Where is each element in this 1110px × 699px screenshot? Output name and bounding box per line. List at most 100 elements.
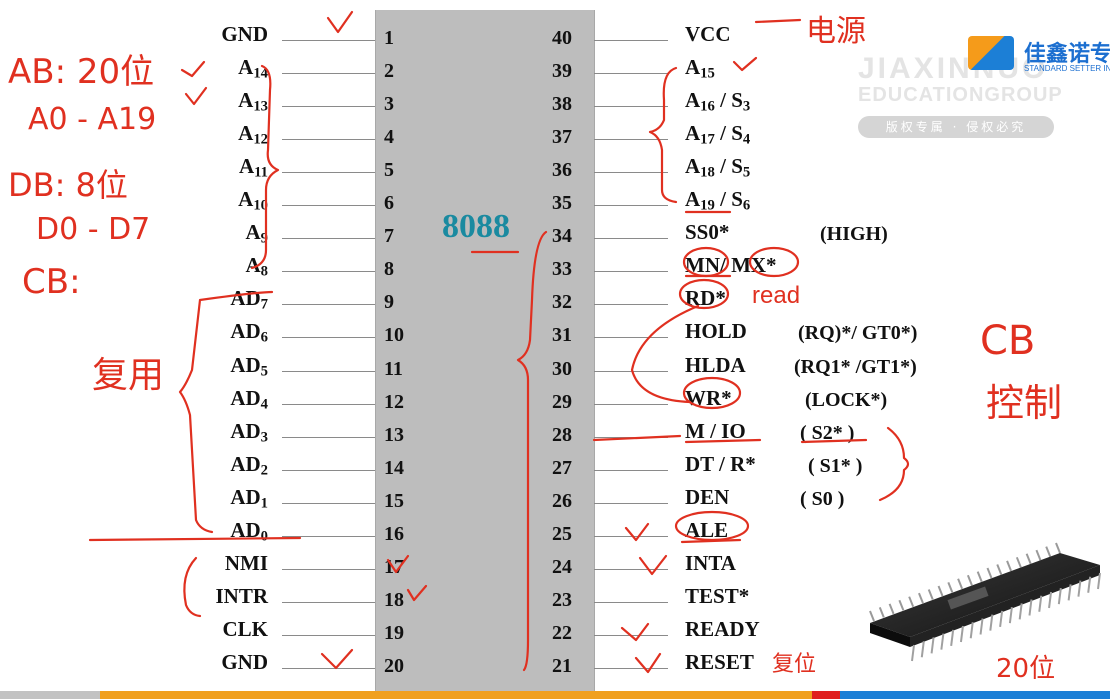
pin-lead (594, 271, 668, 273)
pin-lead (594, 403, 668, 405)
pin-name-left: AD3 (230, 418, 268, 446)
chip-leg (908, 596, 915, 608)
pin-name-right: HLDA (685, 352, 746, 377)
pin-lead (594, 40, 668, 41)
pin-number-right: 28 (552, 423, 572, 446)
pin-number-left: 6 (384, 192, 394, 215)
chip-leg (1028, 599, 1033, 616)
check-mark-icon (184, 86, 208, 106)
pin-number-right: 27 (552, 456, 572, 479)
chip-photo (869, 542, 1101, 662)
pin-alt-function: ( S1* ) (808, 454, 863, 477)
chip-leg (1015, 556, 1022, 568)
pin-name-right: VCC (685, 22, 731, 46)
chip-leg (1035, 549, 1042, 561)
pin-name-right: A17 / S4 (685, 121, 751, 148)
chip-leg (927, 589, 934, 600)
chip-label: 8088 (442, 208, 510, 245)
watermark-line1: JIAXINNUO (858, 52, 1049, 85)
chip-leg (930, 637, 935, 654)
pin-lead (594, 139, 668, 141)
chip-leg (1018, 603, 1023, 620)
pin-name-left: AD4 (230, 385, 268, 413)
chip-leg (950, 629, 955, 646)
pin-number-right: 29 (552, 390, 572, 413)
pin-name-right: DT / R* (685, 451, 756, 476)
brand-tagline: STANDARD SETTER IN H (1024, 64, 1110, 73)
chip-leg (986, 567, 993, 579)
pin-name-right: WR* (685, 385, 732, 410)
pin-alt-function: ( S2* ) (800, 421, 855, 444)
pin-lead (282, 40, 375, 41)
pin-name-right: RD* (685, 286, 726, 311)
pin-name-right: TEST* (685, 583, 750, 608)
pin-number-left: 15 (384, 489, 404, 512)
pin-lead (282, 502, 375, 504)
note-control: 控制 (986, 381, 1063, 425)
pin-lead (282, 238, 375, 240)
pin-name-left: INTR (215, 583, 268, 608)
pin-lead (282, 634, 375, 636)
pin-number-left: 1 (384, 27, 394, 49)
brand-name: 佳鑫诺专 (1024, 42, 1110, 67)
chip-leg (999, 610, 1004, 628)
pin-number-right: 25 (552, 522, 572, 545)
pin-lead (282, 667, 375, 669)
pin-number-left: 19 (384, 621, 404, 644)
pin-lead (594, 535, 668, 537)
progress-bar (0, 691, 1110, 699)
pin-number-right: 33 (552, 258, 572, 281)
chip-leg (1087, 576, 1092, 593)
check-mark-icon (326, 10, 354, 34)
pin-number-right: 22 (552, 621, 572, 644)
pin-lead (282, 370, 375, 372)
chip-leg (1067, 584, 1072, 601)
pin-name-right: M / IO (685, 418, 746, 443)
pin-name-left: GND (221, 649, 268, 674)
pin-name-right: READY (685, 616, 760, 641)
pin-number-left: 8 (384, 258, 394, 281)
note-20-bits: 20位 (996, 654, 1056, 684)
pin-name-right: A16 / S3 (685, 88, 751, 115)
pin-lead (282, 436, 375, 438)
pin-number-left: 7 (384, 225, 394, 248)
pin-alt-function: (RQ1* /GT1*) (794, 355, 917, 378)
pin-lead (594, 172, 668, 174)
pin-number-left: 11 (384, 357, 403, 380)
chip-leg (940, 633, 945, 650)
note-data-range: D0 - D7 (36, 212, 151, 247)
pin-number-right: 31 (552, 324, 572, 347)
chip-leg (957, 578, 964, 590)
pin-number-right: 21 (552, 654, 572, 677)
pin-lead (594, 73, 668, 75)
brand-logo-icon (968, 36, 1014, 70)
note-address-bus: AB: 20位 (8, 52, 155, 92)
pin-number-right: 37 (552, 126, 572, 149)
chip-leg (920, 641, 925, 658)
chip-leg (1025, 553, 1032, 565)
note-control-bus: CB: (22, 262, 81, 302)
chip-leg (1097, 572, 1101, 590)
pin-lead (282, 172, 375, 174)
chip-leg (959, 625, 964, 643)
chip-leg (1006, 560, 1012, 572)
pin-alt-function: (HIGH) (820, 223, 888, 246)
pin-name-right: SS0* (685, 220, 730, 245)
chip-leg (1077, 580, 1082, 597)
pin-name-left: NMI (224, 550, 268, 575)
pin-lead (282, 106, 375, 108)
pin-number-right: 39 (552, 60, 572, 83)
pin-number-left: 18 (384, 588, 404, 611)
pin-name-left: AD7 (230, 286, 268, 314)
pin-alt-function: ( S0 ) (800, 487, 845, 510)
pin-name-right: RESET (685, 649, 754, 674)
pin-name-left: A13 (238, 88, 268, 115)
pin-name-left: A10 (238, 187, 268, 214)
chip-leg (898, 599, 905, 611)
pin-number-right: 30 (552, 357, 572, 380)
pin-name-right: A15 (685, 55, 715, 82)
note-address-range: A0 - A19 (28, 102, 157, 137)
chip-leg (976, 571, 983, 583)
pin-lead (282, 403, 375, 405)
